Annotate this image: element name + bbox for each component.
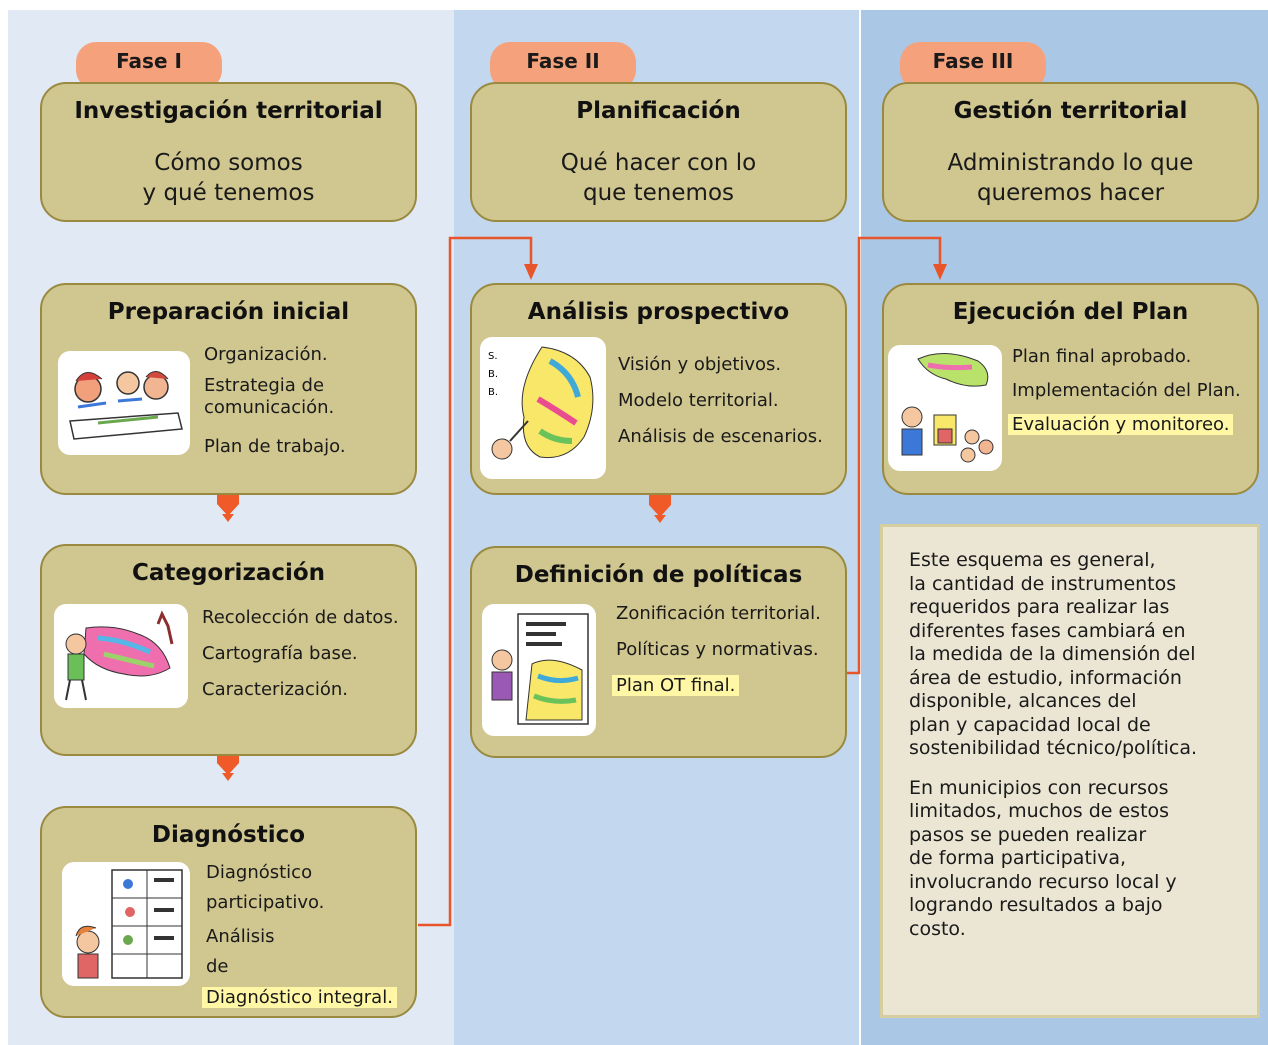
step-box-categorizacion: Categorización Recolección de datos. Car…	[40, 544, 417, 756]
step-item: Plan de trabajo.	[204, 436, 346, 457]
step-item: Plan final aprobado.	[1012, 346, 1192, 367]
chart-board-illustration	[62, 862, 190, 986]
mapping-illustration	[54, 604, 188, 708]
step-item: Caracterización.	[202, 679, 348, 700]
step-item: Zonificación territorial.	[616, 603, 821, 624]
step-item: Organización.	[204, 344, 328, 365]
step-item: Cartografía base.	[202, 643, 358, 664]
step-item: Modelo territorial.	[618, 390, 779, 411]
step-item: Recolección de datos.	[202, 607, 399, 628]
phase-1-header-box: Investigación territorial Cómo somos y q…	[40, 82, 417, 222]
phase-2-header-subtitle: Qué hacer con lo que tenemos	[560, 150, 757, 206]
phase-3-header-subtitle: Administrando lo que queremos hacer	[947, 150, 1194, 206]
highlight-marker: Diagnóstico integral.	[202, 987, 397, 1008]
step-box-analisis: Análisis prospectivo S. B. B. Visión y o…	[470, 283, 847, 495]
step-title: Definición de políticas	[514, 562, 803, 588]
step-item: Plan OT final.	[612, 674, 740, 698]
highlight-marker: Plan OT final.	[612, 675, 740, 696]
step-item: Análisis de escenarios.	[618, 426, 823, 447]
svg-text:S.: S.	[488, 351, 498, 362]
step-title: Categorización	[131, 560, 326, 586]
highlight-marker: Evaluación y monitoreo.	[1008, 414, 1234, 435]
implementation-illustration	[888, 345, 1002, 471]
step-item: Estrategia de comunicación.	[204, 375, 335, 418]
team-meeting-illustration	[58, 351, 190, 455]
step-title: Preparación inicial	[107, 299, 350, 325]
step-title: Análisis prospectivo	[527, 299, 790, 325]
step-box-diagnostico: Diagnóstico Diagnóstico participativo. A…	[40, 806, 417, 1018]
svg-text:B.: B.	[488, 387, 498, 398]
step-box-politicas: Definición de políticas Zonificación ter…	[470, 546, 847, 758]
step-item: Implementación del Plan.	[1012, 380, 1241, 401]
phase-1-header-title: Investigación territorial	[74, 98, 383, 124]
step-item: Diagnóstico integral.	[202, 986, 397, 1010]
note-paragraph: Este esquema es general, la cantidad de …	[909, 549, 1198, 759]
step-box-ejecucion: Ejecución del Plan Plan final aprobado. …	[882, 283, 1259, 495]
phase-2-header-box: Planificación Qué hacer con lo que tenem…	[470, 82, 847, 222]
phase-3-header-title: Gestión territorial	[953, 98, 1188, 124]
phase-2-header-title: Planificación	[576, 98, 741, 124]
territorial-map-illustration: S. B. B.	[480, 337, 606, 479]
step-title: Ejecución del Plan	[952, 299, 1189, 325]
step-title: Diagnóstico	[151, 822, 306, 848]
step-item: Evaluación y monitoreo.	[1008, 413, 1234, 437]
phase-1-header-subtitle: Cómo somos y qué tenemos	[142, 150, 315, 206]
explanatory-note: Este esquema es general, la cantidad de …	[880, 524, 1260, 1018]
step-item: Visión y objetivos.	[618, 354, 782, 375]
zoning-board-illustration	[482, 604, 596, 736]
step-item: Políticas y normativas.	[616, 639, 819, 660]
step-item: Diagnóstico participativo.	[206, 862, 325, 913]
svg-text:B.: B.	[488, 369, 498, 380]
note-paragraph: En municipios con recursos limitados, mu…	[909, 776, 1177, 940]
step-box-preparacion: Preparación inicial Organización. Estrat…	[40, 283, 417, 495]
phase-3-header-box: Gestión territorial Administrando lo que…	[882, 82, 1259, 222]
